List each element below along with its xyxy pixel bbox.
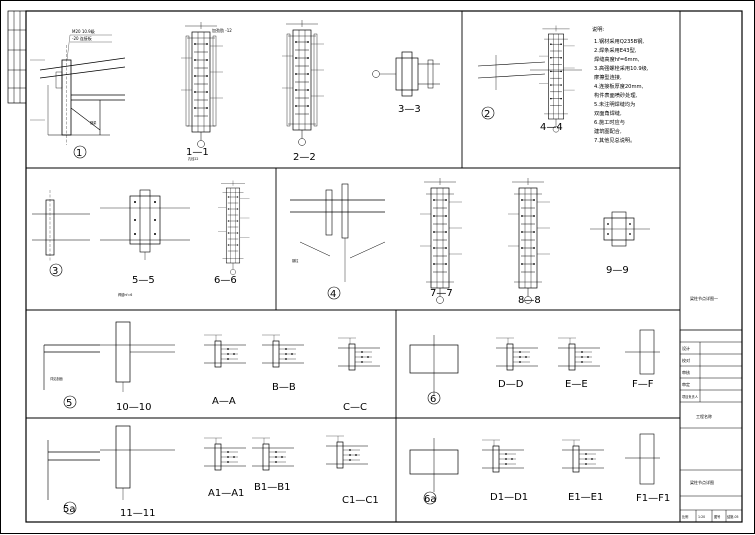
section-b1-b1-label: B1—B1 (254, 482, 290, 493)
notes-line: 焊缝高度hf=6mm, (594, 55, 640, 63)
section-f-f-drawing (625, 329, 660, 375)
section-c1-c1-label: C1—C1 (342, 495, 379, 506)
section-d-d-label: D—D (498, 379, 524, 390)
detail-5a-drawing (47, 440, 100, 515)
section-10-10-drawing (100, 321, 175, 392)
section-8-8-label: 8—8 (518, 295, 541, 306)
notes-line: 2.焊条采用E43型, (594, 46, 637, 54)
section-10-10-label: 10—10 (116, 402, 151, 413)
notes-line: 双面角焊缝, (594, 109, 622, 117)
beam-note-label: 钢梁 (90, 120, 97, 125)
detail-2-drawing (477, 55, 546, 120)
panel-grid (26, 11, 681, 522)
detail-3-drawing (32, 190, 90, 277)
section-f-f-label: F—F (632, 379, 654, 390)
detail-6-drawing (409, 335, 459, 405)
detail-1-drawing (30, 34, 126, 159)
section-9-9-label: 9—9 (606, 265, 629, 276)
detail-4-drawing (290, 183, 386, 300)
title-block-footer-cell: 结施-05 (727, 514, 739, 519)
notes-line: 3.高强螺栓采用10.9级, (594, 64, 649, 72)
section-2-2-label: 2—2 (293, 152, 316, 163)
title-block-footer-cell: 比例 (682, 514, 688, 519)
drawing-title: 梁柱节点详图 (690, 479, 714, 485)
detail-6a-drawing (409, 438, 459, 505)
section-2-2-drawing (281, 19, 325, 146)
binding-strip (7, 10, 27, 104)
section-4-4-drawing (530, 25, 582, 133)
detail-5-number: 5 (66, 398, 72, 409)
drawing-frame (25, 10, 743, 523)
notes-line: 6.施工时应与 (594, 118, 625, 126)
detail-5-drawing (43, 344, 100, 409)
bolt-spec-label: M20 10.9级 (72, 28, 95, 34)
title-block-cell: 审核 (682, 369, 690, 375)
detail-6-number: 6 (430, 394, 436, 405)
title-block-footer-cell: 图号 (714, 514, 720, 519)
detail-3-number: 3 (52, 266, 58, 277)
section-11-11-label: 11—11 (120, 508, 155, 519)
section-3-3-label: 3—3 (398, 104, 421, 115)
project-title: 工程名称 (696, 413, 712, 419)
section-6-6-label: 6—6 (214, 275, 237, 286)
section-ref-label: 详见剖面 (50, 376, 63, 381)
notes-line: 摩擦型连接, (594, 73, 622, 81)
section-5-5-drawing (100, 189, 190, 260)
hole-note-label: 孔径22 (188, 156, 198, 161)
section-7-7-label: 7—7 (430, 288, 453, 299)
section-1-1-drawing (180, 21, 224, 148)
section-a1-a1-label: A1—A1 (208, 488, 244, 499)
notes-heading: 说明: (592, 25, 604, 33)
detail-5a-number: 5a (63, 504, 76, 515)
section-11-11-drawing (100, 425, 175, 500)
section-e-e-label: E—E (565, 379, 588, 390)
notes-line: 4.连接板厚度20mm, (594, 82, 644, 90)
plate-note-label: -20 连接板 (72, 35, 92, 41)
notes-line: 1.钢材采用Q235B钢, (594, 37, 644, 45)
section-9-9-drawing (590, 211, 650, 247)
title-block-cell: 项目负责人 (682, 394, 699, 399)
section-f1-f1-drawing (625, 433, 660, 485)
title-block-footer-cell: 1:20 (698, 515, 705, 519)
section-3-3-drawing (372, 51, 440, 97)
section-e1-e1-label: E1—E1 (568, 492, 603, 503)
notes-line: 5.未注明焊缝均为 (594, 100, 635, 108)
section-4-4-label: 4—4 (540, 122, 563, 133)
sheet-title: 梁柱节点详图一 (690, 295, 718, 301)
title-block-cell: 设计 (682, 345, 690, 351)
section-1-1-label: 1—1 (186, 147, 209, 158)
section-c-c-label: C—C (343, 402, 367, 413)
title-block-cell: 审定 (682, 381, 690, 387)
notes-line: 7.其他见总说明。 (594, 136, 635, 144)
weld-note-label: 焊缝hf=6 (118, 292, 132, 297)
section-5-5-label: 5—5 (132, 275, 155, 286)
column-note-label: 钢柱 (292, 258, 299, 263)
notes-line: 构件表面喷砂处理, (594, 91, 638, 99)
notes-line: 建筑图配合, (594, 127, 622, 135)
section-b-b-label: B—B (272, 382, 296, 393)
section-f1-f1-label: F1—F1 (636, 493, 670, 504)
detail-1-number: 1 (76, 148, 82, 159)
title-block-cell: 校对 (682, 357, 690, 363)
general-notes: 说明: 1.钢材采用Q235B钢, 2.焊条采用E43型, 焊缝高度hf=6mm… (592, 25, 649, 144)
detail-6a-number: 6a (424, 494, 437, 505)
section-d1-d1-label: D1—D1 (490, 492, 528, 503)
detail-2-number: 2 (484, 109, 490, 120)
title-block (679, 329, 743, 523)
section-a-a-label: A—A (212, 396, 236, 407)
stiffener-note-label: 加劲肋 -12 (212, 27, 232, 33)
detail-4-number: 4 (330, 289, 336, 300)
